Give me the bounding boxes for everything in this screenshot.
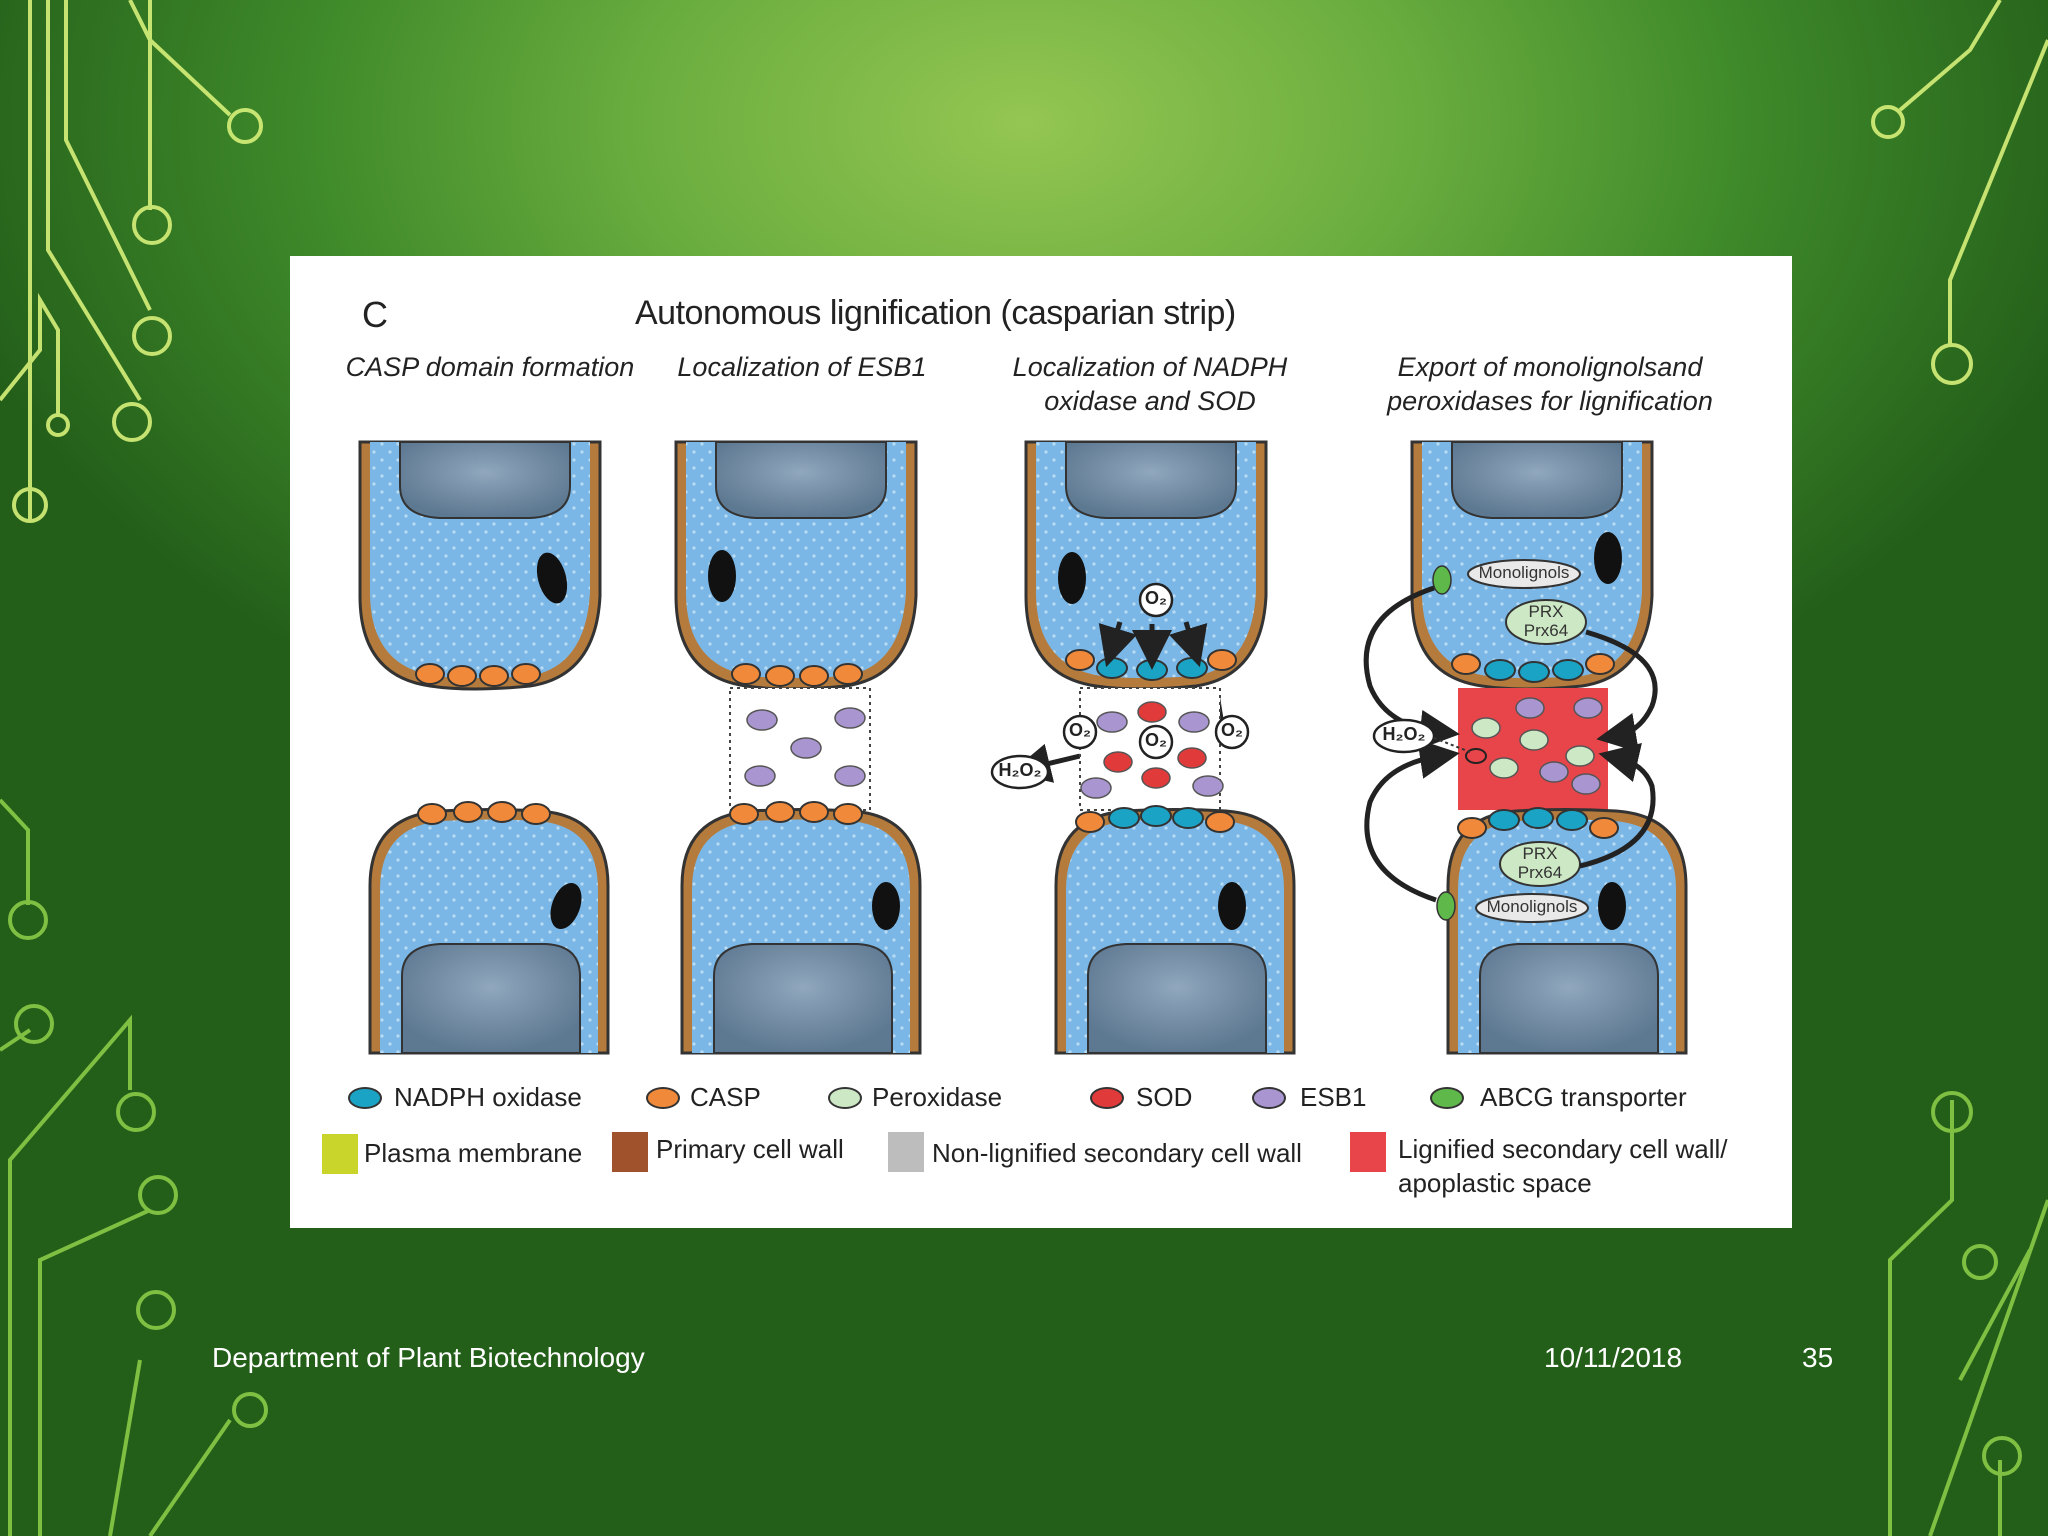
footer-date: 10/11/2018 — [1544, 1342, 1683, 1373]
panel-letter: C — [362, 294, 388, 335]
legend-label: Plasma membrane — [364, 1138, 583, 1168]
legend-label: CASP — [690, 1082, 761, 1112]
o2-label: O₂ — [1145, 588, 1167, 608]
nadph-oxidase-swatch — [348, 1087, 382, 1109]
legend-label: Non-lignified secondary cell wall — [932, 1138, 1302, 1168]
o2-label: O₂ — [1221, 720, 1243, 740]
lignified-wall-swatch — [1350, 1132, 1386, 1172]
footer-department: Department of Plant Biotechnology — [212, 1342, 645, 1373]
subtitle-esb1: Localization of ESB1 — [677, 352, 927, 382]
legend-label: NADPH oxidase — [394, 1082, 582, 1112]
legend-layers: Plasma membrane Primary cell wall Non-li… — [290, 1132, 1792, 1202]
cell-pair-nadph-sod — [990, 440, 1296, 1055]
sod-swatch — [1090, 1087, 1124, 1109]
esb1-swatch — [1252, 1087, 1286, 1109]
cell-pair-esb1 — [674, 440, 922, 1055]
legend-label: Lignified secondary cell wall/ — [1398, 1134, 1728, 1164]
casparian-strip-diagram — [358, 440, 1688, 1055]
non-lignified-wall-swatch — [888, 1132, 924, 1172]
legend-label: apoplastic space — [1398, 1168, 1592, 1198]
plasma-membrane-swatch — [322, 1134, 358, 1174]
slide-number: 35 — [1802, 1342, 1834, 1373]
cell-pair-casp-domain — [358, 440, 610, 1055]
o2-label: O₂ — [1145, 730, 1167, 750]
legend-label: ABCG transporter — [1480, 1082, 1687, 1112]
legend-label: Primary cell wall — [656, 1134, 844, 1164]
legend-label: SOD — [1136, 1082, 1193, 1112]
subtitle-casp-domain: CASP domain formation — [345, 352, 635, 382]
peroxidase-swatch — [828, 1087, 862, 1109]
monolignols-label: Monolignols — [1486, 897, 1578, 916]
figure-panel: C Autonomous lignification (casparian st… — [290, 256, 1792, 1228]
o2-label: O₂ — [1069, 720, 1091, 740]
legend-label: Peroxidase — [872, 1082, 1003, 1112]
h2o2-label: H₂O₂ — [1382, 724, 1426, 744]
subtitle-nadph-sod: Localization of NADPH oxidase and SOD — [1012, 352, 1288, 416]
figure-title: Autonomous lignification (casparian stri… — [635, 294, 1236, 332]
h2o2-label: H₂O₂ — [998, 760, 1042, 780]
cell-pair-lignification — [1363, 440, 1688, 1055]
primary-cell-wall-swatch — [612, 1132, 648, 1172]
casp-swatch — [646, 1087, 680, 1109]
abcg-transporter-swatch — [1430, 1087, 1464, 1109]
legend-label: ESB1 — [1300, 1082, 1367, 1112]
legend-proteins: NADPH oxidase CASP Peroxidase SOD ESB1 A… — [290, 1078, 1792, 1118]
subtitle-export: Export of monolignolsand peroxidases for… — [1387, 352, 1713, 416]
monolignols-label: Monolignols — [1478, 563, 1570, 582]
